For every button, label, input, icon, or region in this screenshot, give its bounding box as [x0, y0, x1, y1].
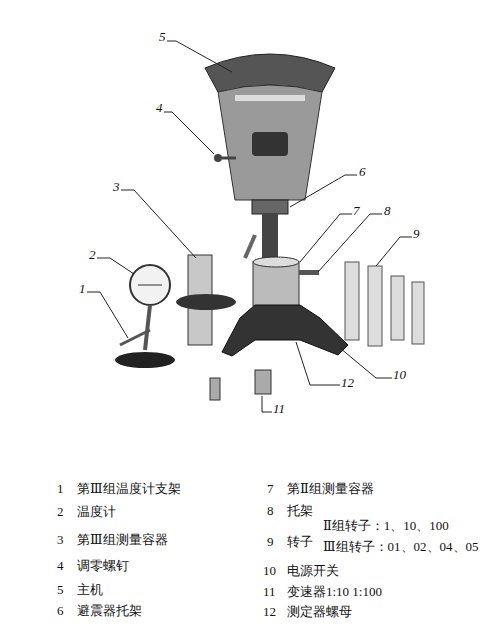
callout-number: 8: [383, 204, 392, 219]
legend-text: 9: [266, 535, 275, 550]
rotor: [412, 282, 424, 344]
legend-text: 12: [262, 605, 277, 620]
legend-text: 10: [262, 564, 277, 579]
measure-cup-ii: [253, 262, 299, 306]
base: [222, 305, 348, 356]
legend-text: 8: [266, 504, 275, 519]
legend-text: 5: [56, 583, 65, 598]
rotor: [368, 266, 382, 346]
lever: [245, 235, 255, 258]
callout-number: 12: [340, 376, 355, 391]
legend-text: 1: [56, 482, 65, 497]
callout-number: 10: [392, 368, 407, 383]
legend-text: 第Ⅲ组温度计支架: [76, 482, 182, 497]
legend-text: 第Ⅲ组测量容器: [76, 533, 169, 548]
legend-text: 温度计: [76, 505, 117, 520]
rotor: [345, 262, 359, 340]
gearbox: [255, 370, 271, 394]
legend-text: 电源开关: [286, 564, 340, 579]
shock-bracket: [252, 200, 288, 214]
cup-rim: [253, 257, 299, 267]
thermometer: [130, 265, 170, 305]
display-panel: [252, 132, 288, 156]
leader-lines: [86, 41, 412, 412]
legend-text: 避震器托架: [76, 604, 143, 619]
bracket-arm: [299, 270, 319, 275]
legend-text: 主机: [76, 583, 104, 598]
legend-text: 调零螺钉: [76, 559, 130, 574]
callout-number: 4: [155, 101, 164, 116]
legend-text: 11: [262, 585, 277, 600]
column: [262, 214, 278, 264]
zero-screw: [214, 154, 222, 162]
main-unit: [218, 85, 322, 200]
legend-text: 变速器1:10 1:100: [286, 585, 383, 600]
nameplate: [235, 95, 305, 101]
legend-text: 第Ⅱ组测量容器: [286, 482, 375, 497]
gearbox: [210, 378, 220, 400]
legend-text: 3: [56, 533, 65, 548]
legend-text: 测定器螺母: [286, 605, 353, 620]
callout-number: 9: [412, 227, 421, 242]
callout-number: 5: [158, 30, 167, 45]
dial-mark: [138, 285, 162, 286]
legend-text: 4: [56, 559, 65, 574]
callout-number: 11: [272, 402, 286, 417]
callout-number: 7: [352, 204, 361, 219]
screw-shaft: [222, 157, 236, 160]
callout-number: 3: [112, 180, 121, 195]
stand-base: [115, 352, 175, 368]
rotor: [391, 276, 404, 340]
stand-rod: [145, 305, 150, 350]
legend-text: Ⅲ组转子：01、02、04、05: [322, 540, 480, 555]
legend-text: 2: [56, 505, 65, 520]
callout-number: 1: [78, 282, 87, 297]
legend-text: Ⅱ组转子：1、10、100: [322, 519, 450, 534]
legend-text: 7: [266, 482, 275, 497]
legend-text: 转子: [286, 535, 314, 550]
legend-text: 6: [56, 604, 65, 619]
legend-text: 托架: [286, 504, 314, 519]
callout-number: 6: [358, 165, 367, 180]
cup-disc: [176, 294, 236, 310]
callout-number: 2: [88, 248, 97, 263]
